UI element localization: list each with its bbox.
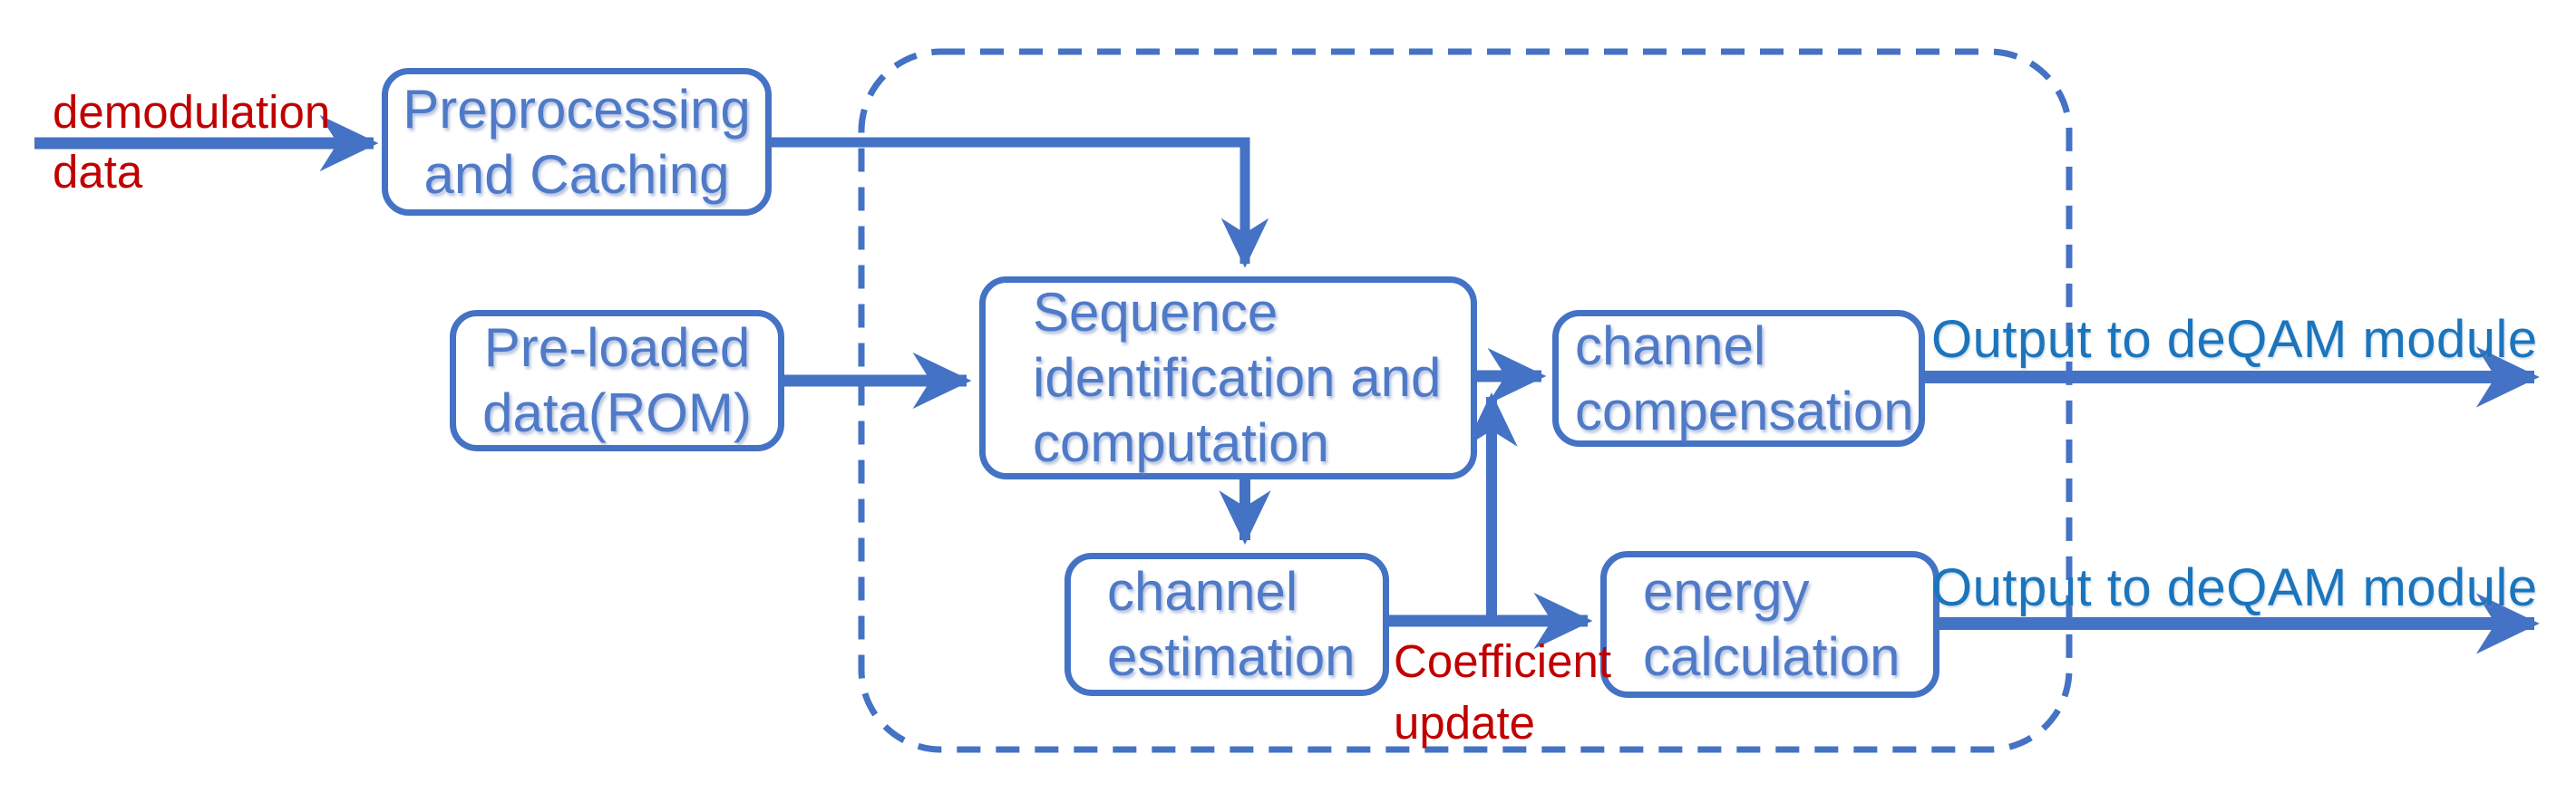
preloaded-label-line-1: Pre-loaded xyxy=(483,317,751,378)
arrow-preprocessing-to-sequence xyxy=(772,137,1269,268)
compensation-label-line-2: compensation xyxy=(1575,380,1914,441)
energy-label-line-1: energy xyxy=(1643,561,1810,622)
coefficient-update-line-2: update xyxy=(1394,697,1535,749)
sequence-label-line-2: identification and xyxy=(1033,347,1442,408)
sequence-identification-computation-box: Sequence identification and computation xyxy=(979,276,1477,479)
preloaded-label-line-2: data(ROM) xyxy=(482,382,752,443)
demodulation-data-line-2: data xyxy=(53,146,143,198)
demodulation-data-label: demodulation data xyxy=(53,82,330,202)
dashed-core-boundary xyxy=(858,48,2073,753)
channel-compensation-box: channel compensation xyxy=(1552,310,1925,447)
channel-estimation-box: channel estimation xyxy=(1064,553,1389,696)
output-to-deqam-label-top: Output to deQAM module xyxy=(1931,310,2538,369)
estimation-label-line-1: channel xyxy=(1107,561,1298,622)
sequence-label-line-3: computation xyxy=(1033,412,1329,473)
coefficient-update-label: Coefficient update xyxy=(1394,631,1611,754)
preprocessing-label-line-1: Preprocessing xyxy=(403,78,751,140)
preprocessing-and-caching-box: Preprocessing and Caching xyxy=(382,68,772,216)
preloaded-data-rom-box: Pre-loaded data(ROM) xyxy=(450,310,784,451)
coefficient-update-line-1: Coefficient xyxy=(1394,635,1612,687)
energy-calculation-box: energy calculation xyxy=(1600,551,1939,698)
estimation-label-line-2: estimation xyxy=(1107,626,1356,687)
energy-label-line-2: calculation xyxy=(1643,626,1900,687)
output-to-deqam-label-bottom: Output to deQAM module xyxy=(1931,558,2538,617)
demodulation-data-line-1: demodulation xyxy=(53,86,331,138)
sequence-label-line-1: Sequence xyxy=(1033,282,1278,343)
preprocessing-label-line-2: and Caching xyxy=(423,143,730,205)
compensation-label-line-1: channel xyxy=(1575,314,1766,376)
